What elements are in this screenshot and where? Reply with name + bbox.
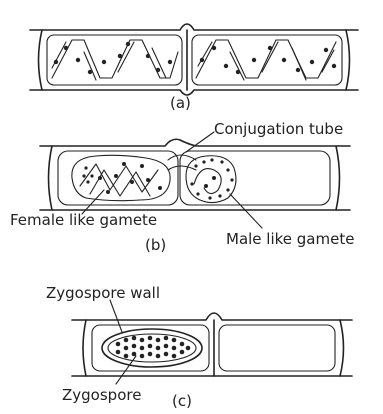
male-gamete-chloroplast (194, 169, 221, 194)
cell-wall-left-b (49, 146, 53, 210)
panel-c: Zygospore wall Zygospore (c) (46, 284, 352, 410)
leader-zygospore-wall (110, 300, 122, 332)
cell-wall-left-c (83, 320, 86, 376)
leader-conjugation-tube (186, 132, 214, 152)
caption-a: (a) (170, 94, 191, 112)
zygospore-dots (116, 336, 191, 359)
label-zygospore-wall: Zygospore wall (46, 284, 160, 302)
label-zygospore: Zygospore (62, 386, 141, 404)
filament-a-bottom-wall (30, 90, 358, 95)
cell-b-right (180, 151, 330, 205)
cell-wall-right-a (346, 30, 350, 90)
label-male-gamete: Male like gamete (226, 230, 354, 248)
cell-wall-right-b (336, 146, 340, 210)
male-gamete-outline (186, 156, 236, 203)
spiral-chloroplast-right-edge1 (196, 40, 336, 78)
filament-a-top-wall (30, 24, 358, 30)
cell-wall-right-c (340, 320, 344, 376)
cell-wall-left-a (39, 30, 43, 90)
leader-zygospore (116, 356, 136, 384)
label-conjugation-tube: Conjugation tube (214, 120, 343, 138)
panel-b: Conjugation tube Female like gamete Male… (10, 120, 354, 254)
filament-c-top-wall (72, 313, 352, 320)
spiral-chloroplast-left-edge1 (52, 40, 178, 78)
caption-b: (b) (145, 236, 166, 254)
spiral-chloroplast-left-edge2 (52, 42, 166, 80)
conjugation-tube (168, 155, 196, 170)
panel-a: (a) (30, 24, 358, 112)
cell-c-right (219, 325, 335, 371)
caption-c: (c) (172, 392, 192, 410)
leader-male-gamete (230, 194, 262, 228)
label-female-gamete: Female like gamete (10, 211, 157, 229)
